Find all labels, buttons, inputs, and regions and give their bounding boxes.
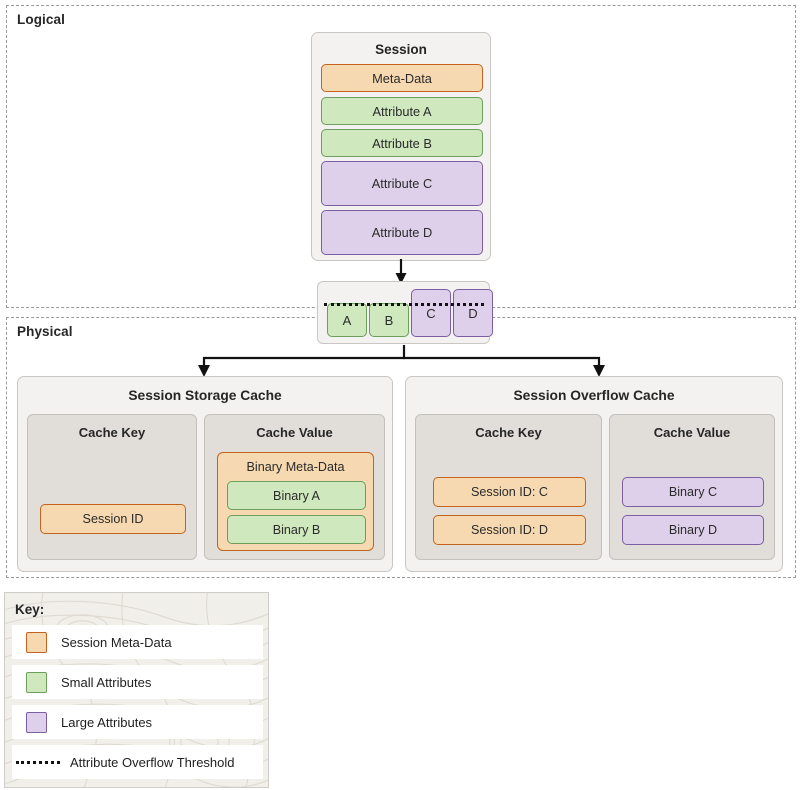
session-overflow-cache-title: Session Overflow Cache [513,388,675,403]
legend-label-large: Large Attributes [61,714,153,730]
legend-item-small-attributes: Small Attributes [12,665,263,699]
session-title: Session [375,42,427,57]
overflow-cache-value-binary-c: Binary C [622,477,764,507]
legend-swatch-meta-icon [26,631,47,653]
legend-label-threshold: Attribute Overflow Threshold [70,754,235,770]
storage-cache-key-title: Cache Key [78,425,146,440]
overflow-cache-key-session-id-d: Session ID: D [433,515,586,545]
overflow-cache-value-title: Cache Value [653,425,731,440]
session-storage-cache-title: Session Storage Cache [128,388,282,403]
session-box: Session Meta-Data Attribute A Attribute … [311,32,491,261]
legend-dashed-line-icon [16,760,60,764]
binary-meta-data-container: Binary Meta-Data Binary A Binary B [217,452,374,551]
overflow-chip-a: A [327,303,367,337]
overflow-cache-key-session-id-c: Session ID: C [433,477,586,507]
binary-meta-data-label: Binary Meta-Data [246,460,345,474]
attribute-overflow-box: A B C D [317,281,493,344]
physical-layer-label: Physical [17,324,73,339]
legend-item-session-meta-data: Session Meta-Data [12,625,263,659]
session-row-attribute-c: Attribute C [321,161,483,206]
overflow-cache-key-title: Cache Key [475,425,542,440]
session-storage-cache-panel: Session Storage Cache Cache Key Session … [17,376,393,572]
overflow-chip-c: C [411,289,451,337]
storage-cache-key-session-id: Session ID [40,504,186,534]
attribute-overflow-threshold-line [324,303,484,306]
legend-box: Key: Session Meta-Data Small Attributes … [4,592,269,788]
storage-cache-key-panel: Cache Key Session ID [27,414,197,560]
legend-item-overflow-threshold: Attribute Overflow Threshold [12,745,263,779]
overflow-chip-b: B [369,303,409,337]
session-row-attribute-d: Attribute D [321,210,483,255]
session-row-attribute-b: Attribute B [321,129,483,157]
storage-cache-value-panel: Cache Value Binary Meta-Data Binary A Bi… [204,414,385,560]
session-row-meta-data: Meta-Data [321,64,483,92]
storage-cache-value-binary-b: Binary B [227,515,366,544]
session-overflow-cache-panel: Session Overflow Cache Cache Key Session… [405,376,783,572]
legend-title: Key: [15,602,45,617]
session-row-attribute-a: Attribute A [321,97,483,125]
legend-swatch-small-icon [26,671,47,693]
overflow-chip-d: D [453,289,493,337]
overflow-cache-value-panel: Cache Value Binary C Binary D [609,414,775,560]
logical-layer-label: Logical [17,12,65,27]
legend-swatch-large-icon [26,711,47,733]
legend-label-meta: Session Meta-Data [61,634,172,650]
overflow-cache-value-binary-d: Binary D [622,515,764,545]
legend-label-small: Small Attributes [61,674,152,690]
overflow-cache-key-panel: Cache Key Session ID: C Session ID: D [415,414,602,560]
legend-item-large-attributes: Large Attributes [12,705,263,739]
storage-cache-value-binary-a: Binary A [227,481,366,510]
storage-cache-value-title: Cache Value [256,425,333,440]
